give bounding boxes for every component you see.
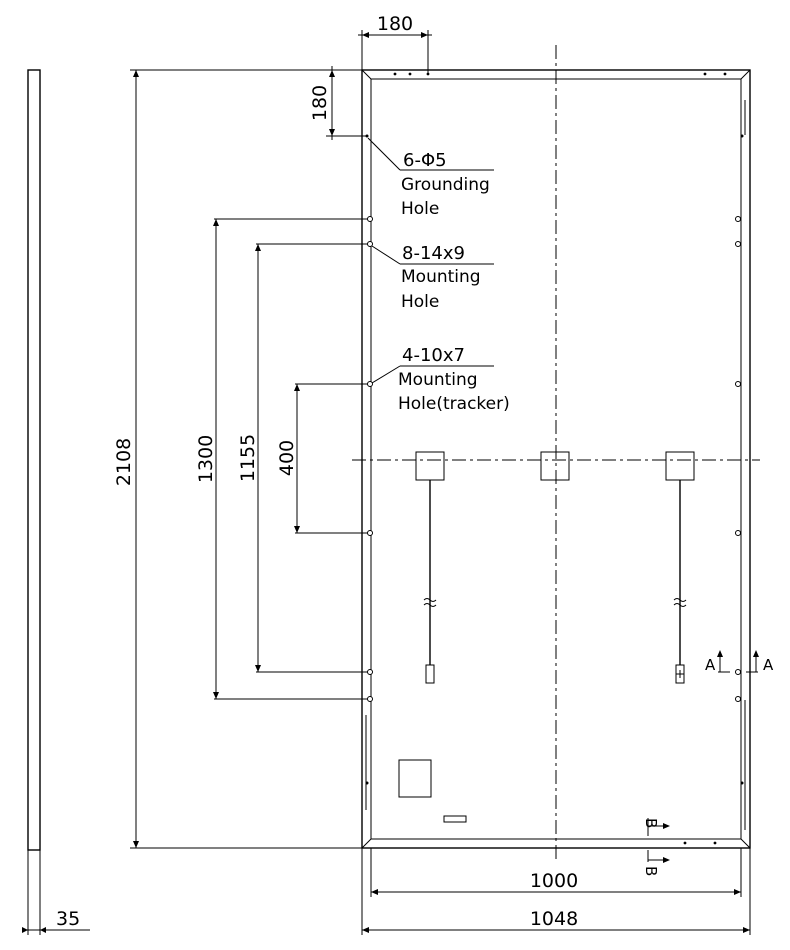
junction-boxes	[415, 451, 695, 684]
grounding-line1: Grounding	[401, 175, 490, 195]
grounding-hole	[365, 134, 369, 138]
junction-box-center	[540, 451, 570, 481]
height-total-label: 2108	[113, 438, 135, 486]
dim-inner-width: 1000	[370, 848, 742, 897]
section-a-marker: A A	[705, 650, 774, 674]
dim-side-offset: 180	[309, 66, 366, 140]
span-1155-label: 1155	[237, 434, 259, 482]
section-b-marker: B B	[642, 818, 670, 876]
mounting-hole	[735, 669, 741, 675]
tracker-hole	[367, 530, 373, 536]
connector-left	[425, 664, 435, 684]
grounding-hole	[740, 781, 744, 785]
frame-dots	[393, 72, 727, 845]
top-offset-label: 180	[377, 13, 413, 35]
span-400-label: 400	[276, 440, 298, 476]
cable-break-right	[673, 598, 687, 607]
right-holes	[735, 100, 746, 830]
frame-thickness-label: 35	[56, 908, 80, 930]
dim-span-400: 400	[276, 383, 370, 534]
dim-span-1300: 1300	[195, 218, 370, 700]
span-1300-label: 1300	[195, 435, 217, 483]
dim-outer-width: 1048	[361, 848, 751, 935]
section-b-bottom: B	[642, 866, 660, 876]
mounting-hole	[367, 241, 373, 247]
mounting-hole	[367, 669, 373, 675]
tracker-spec: 4-10x7	[402, 345, 465, 366]
mounting-line2: Hole	[401, 292, 439, 312]
mounting-hole	[367, 216, 373, 222]
section-b-top: B	[642, 818, 660, 828]
side-offset-label: 180	[309, 85, 331, 121]
cable-break-left	[423, 598, 437, 607]
junction-box-left	[415, 451, 445, 481]
side-profile: 35	[22, 69, 90, 935]
dim-height-total: 2108	[113, 69, 362, 849]
tracker-hole	[735, 530, 741, 536]
label-plate	[398, 759, 432, 798]
callout-mounting: 8-14x9 Mounting Hole	[371, 243, 494, 312]
dim-span-1155: 1155	[237, 243, 370, 673]
grounding-hole	[740, 134, 744, 138]
left-holes	[365, 134, 373, 810]
mounting-hole	[735, 696, 741, 702]
mounting-hole	[367, 696, 373, 702]
mounting-hole	[735, 216, 741, 222]
tracker-hole	[367, 381, 373, 387]
mounting-spec: 8-14x9	[402, 243, 465, 264]
mounting-line1: Mounting	[401, 267, 481, 287]
section-a-left: A	[705, 656, 716, 674]
dim-top-offset: 180	[358, 13, 432, 74]
callout-tracker: 4-10x7 Mounting Hole(tracker)	[371, 345, 510, 414]
mounting-hole	[735, 241, 741, 247]
outer-width-label: 1048	[530, 908, 578, 930]
grounding-line2: Hole	[401, 199, 439, 219]
inner-width-label: 1000	[530, 870, 578, 892]
section-a-right: A	[763, 656, 774, 674]
grounding-spec: 6-Φ5	[403, 150, 447, 171]
tracker-line1: Mounting	[398, 370, 478, 390]
junction-box-right	[665, 451, 695, 481]
drain-slot	[443, 815, 467, 823]
tracker-hole	[735, 381, 741, 387]
tracker-line2: Hole(tracker)	[398, 394, 510, 414]
callout-grounding: 6-Φ5 Grounding Hole	[367, 137, 494, 219]
